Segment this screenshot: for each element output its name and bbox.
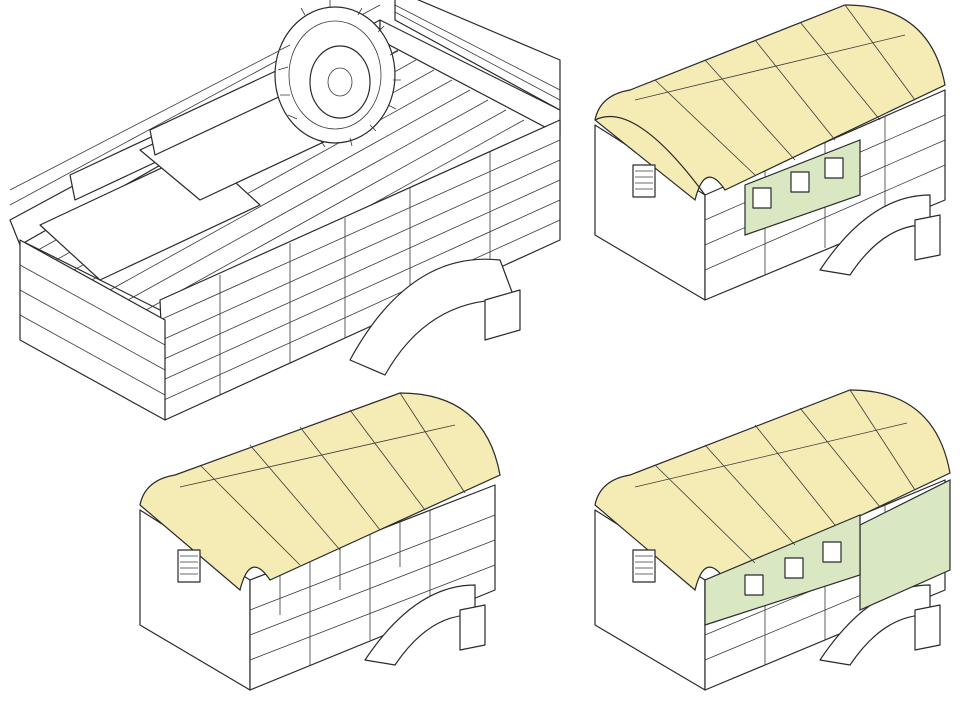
green-side-section [859,479,951,611]
window-panel [704,514,861,626]
covered-view-open-sides [139,392,501,691]
roof-seams [179,392,466,566]
canvas-roof [139,392,501,592]
covered-view-window-panel-rear [594,389,951,691]
vent-grille-icon [177,549,201,583]
mud-flap [914,604,941,651]
covered-view-window-panel [594,4,946,301]
vent-grille-icon [632,549,656,583]
spare-tire-icon [274,0,401,148]
window-2 [790,171,810,193]
mud-flap [484,289,521,341]
window-1 [744,574,764,596]
wheel-arch [819,584,931,666]
window-3 [824,157,844,179]
window-2 [784,557,804,579]
mud-flap [914,214,941,261]
vent-grille-icon [632,164,656,198]
roof-seams [634,389,916,564]
window-1 [752,187,772,209]
wheel-arch [364,584,476,666]
wheel-arch [819,194,931,276]
front-wall-boards [394,4,561,101]
roof-rear-curve [594,115,706,196]
front-headboard [394,0,561,111]
open-bed-view [9,0,561,421]
roof-seams [634,4,916,176]
canvas-roof [594,4,946,202]
wheel-arch [349,258,516,376]
right-wall-boards [159,139,561,401]
canvas-roof [594,389,951,592]
mud-flap [459,604,486,651]
window-3 [822,541,842,563]
